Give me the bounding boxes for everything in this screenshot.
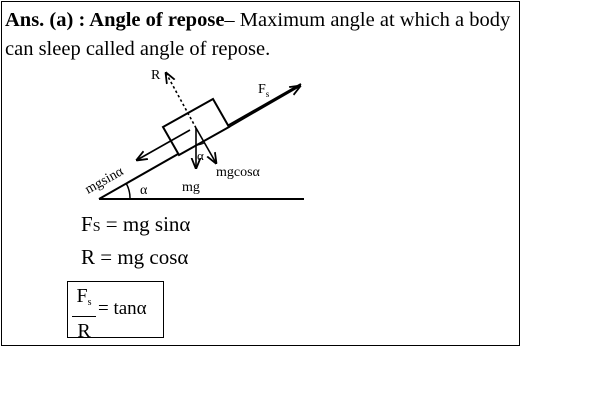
normal-reaction-arrow <box>166 73 197 129</box>
mgcos-label: mgcosα <box>216 165 261 180</box>
friction-label: Fs <box>258 82 270 99</box>
fraction-denominator: R <box>77 320 91 342</box>
answer-label: Ans. (a) : Angle of repose <box>5 9 225 31</box>
answer-box <box>1 1 520 346</box>
numerator-main: F <box>76 285 88 307</box>
formula-rhs: = tanα <box>98 298 147 319</box>
friction-arrow <box>228 86 300 128</box>
answer-definition: Maximum angle at which a body can sleep … <box>5 9 511 60</box>
friction-label-main: F <box>258 82 266 97</box>
eq1-lhs-sub: S <box>92 220 101 235</box>
mgsin-arrow <box>137 129 191 160</box>
fraction-bar <box>72 316 96 317</box>
friction-label-sub: s <box>266 89 270 99</box>
eq1-lhs-main: F <box>81 212 93 236</box>
numerator-sub: s <box>87 297 92 308</box>
answer-statement: Ans. (a) : Angle of repose– Maximum angl… <box>5 6 517 64</box>
block-angle-label: α <box>197 148 204 163</box>
friction-equation: FS = mg sinα <box>81 212 190 240</box>
fraction-numerator: Fs <box>72 284 96 315</box>
incline-angle-arc <box>125 182 131 200</box>
reaction-equation: R = mg cosα <box>81 245 189 269</box>
result-formula-box: Fs R = tanα <box>67 281 164 342</box>
normal-reaction-label: R <box>151 68 161 83</box>
eq1-rhs: = mg sinα <box>100 212 191 236</box>
mgsin-label: mgsinα <box>83 164 127 198</box>
mgcos-arrow <box>195 127 216 163</box>
weight-label: mg <box>182 180 200 195</box>
answer-dash: – <box>224 9 235 31</box>
formula-fraction: Fs R <box>72 284 96 343</box>
incline-angle-label: α <box>140 183 148 198</box>
block-angle-arc <box>195 142 205 146</box>
